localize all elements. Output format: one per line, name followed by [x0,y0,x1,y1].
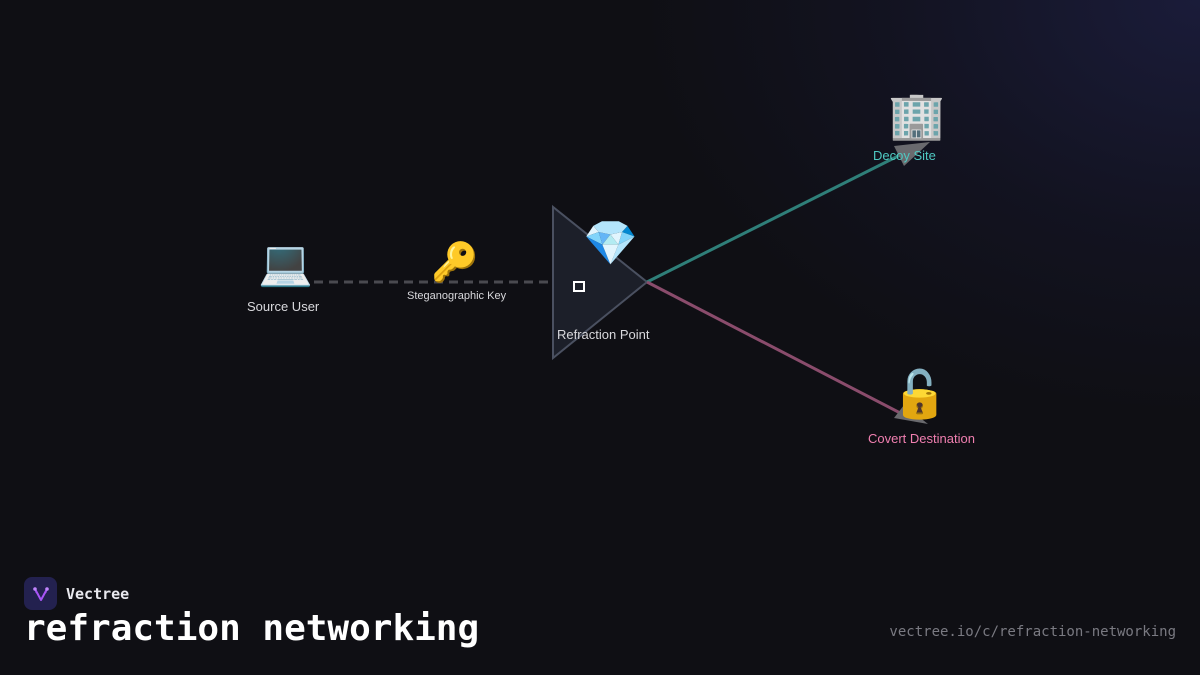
page-url[interactable]: vectree.io/c/refraction-networking [889,624,1176,640]
page-title: refraction networking [24,608,480,649]
vectree-logo-icon [24,577,57,610]
covert-destination-label: Covert Destination [868,431,975,446]
prism-marker [573,281,585,292]
edge-prism-to-decoy [646,150,907,284]
arrowhead-covert [894,405,928,424]
key-icon: 🔑 [431,240,479,284]
refraction-point-label: Refraction Point [557,327,650,342]
office-building-icon: 🏢 [888,88,946,142]
prism-shape [552,204,649,361]
brand: Vectree [24,577,129,610]
arrowhead-decoy [894,142,930,166]
unlocked-padlock-icon: 🔓 [891,367,949,421]
laptop-icon: 💻 [258,238,313,289]
source-user-label: Source User [247,299,320,314]
edge-prism-to-covert [646,280,907,418]
gem-icon: 💎 [583,218,638,269]
steganographic-key-label: Steganographic Key [407,290,507,302]
decoy-site-label: Decoy Site [873,148,936,163]
brand-name: Vectree [66,584,130,603]
